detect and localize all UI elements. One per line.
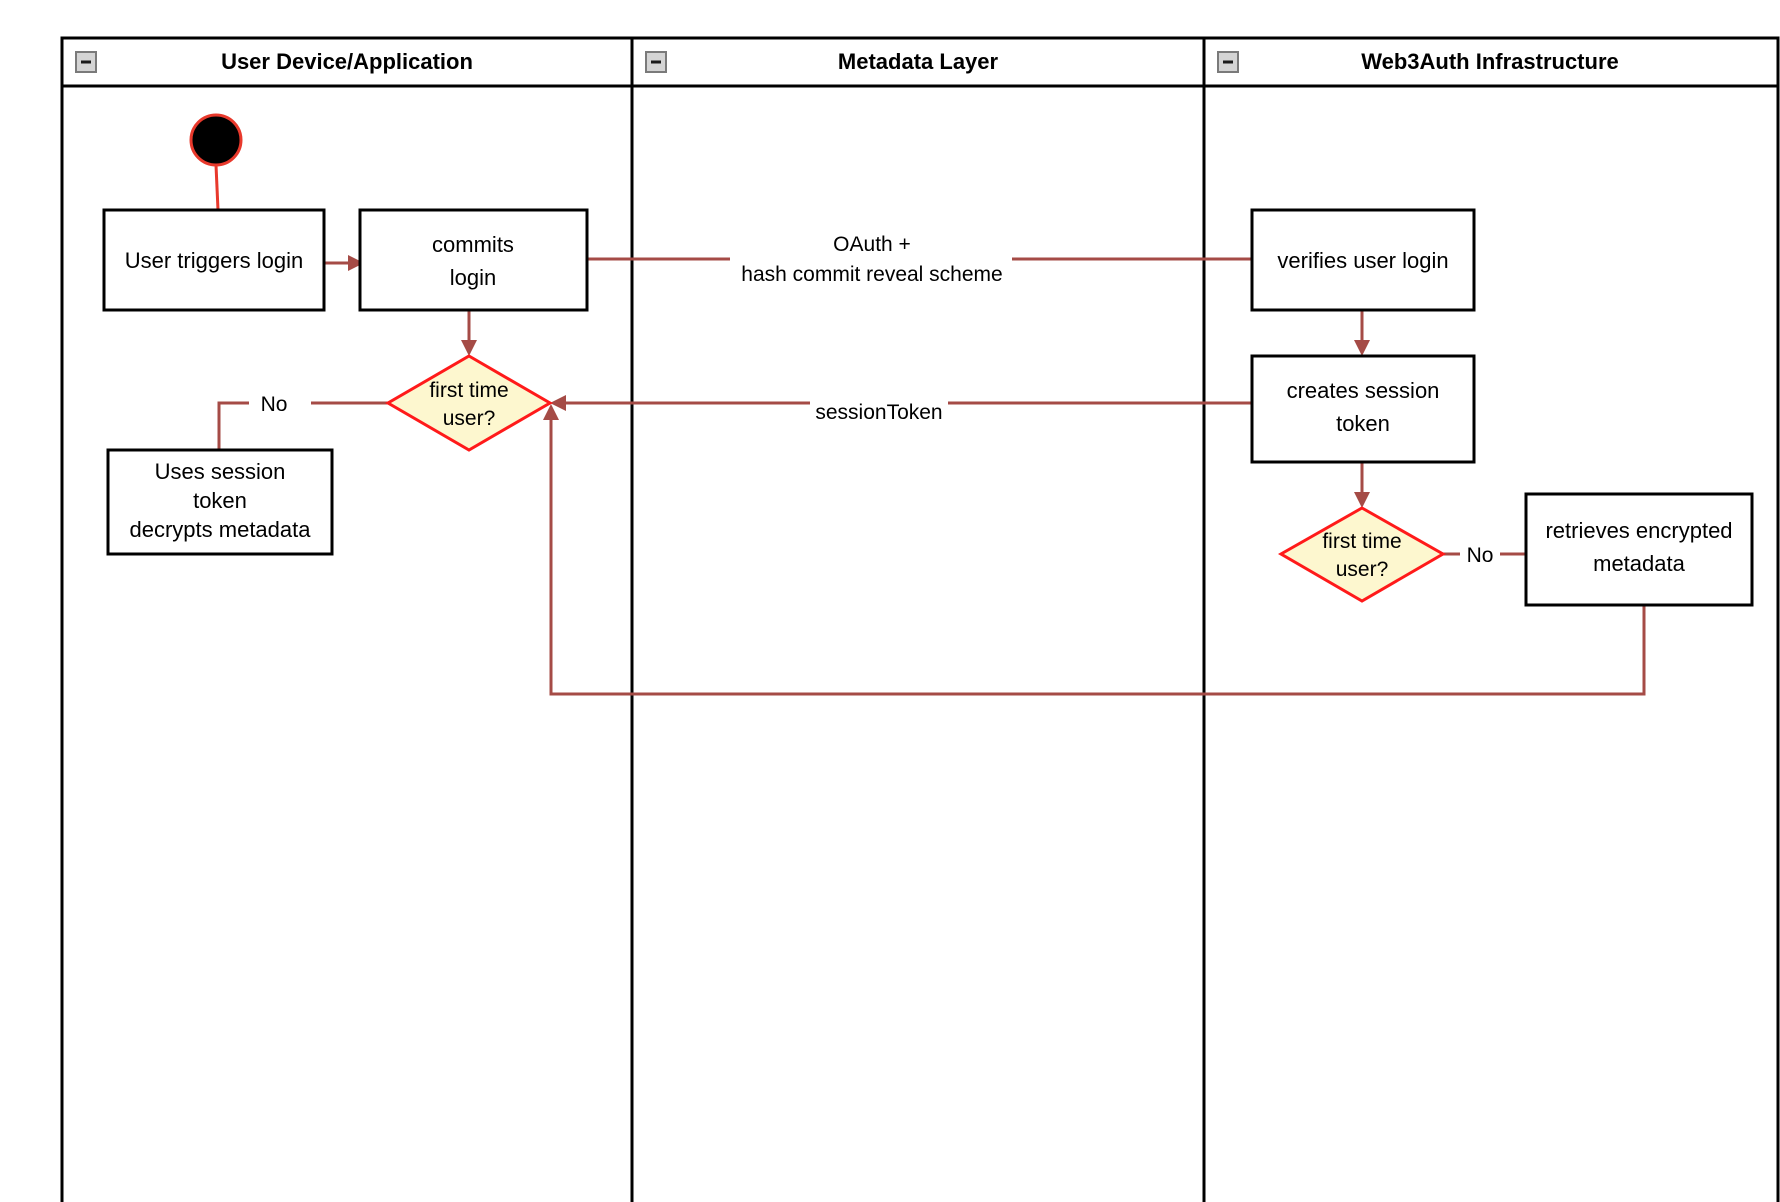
node-retrieves-encrypted-metadata[interactable]: retrieves encrypted metadata xyxy=(1524,492,1754,607)
minus-icon[interactable] xyxy=(645,51,667,73)
node-uses-session-token-line3: decrypts metadata xyxy=(130,517,312,542)
edge-label-oauth-line1: OAuth + xyxy=(833,233,911,256)
node-creates-session-token-line2: token xyxy=(1336,411,1390,436)
node-first-time-user-left[interactable]: first time user? xyxy=(385,354,553,452)
edge-verifies-to-creates xyxy=(1354,310,1370,356)
node-creates-session-token[interactable]: creates session token xyxy=(1250,354,1476,464)
minus-icon[interactable] xyxy=(75,51,97,73)
node-uses-session-token-line2: token xyxy=(193,488,247,513)
edge-decision-left-no: No xyxy=(217,393,393,450)
lane-user-device-title: User Device/Application xyxy=(221,49,473,74)
node-uses-session-token[interactable]: Uses session token decrypts metadata xyxy=(106,448,334,556)
lane-metadata: Metadata Layer xyxy=(630,36,1206,1202)
node-user-triggers-login[interactable]: User triggers login xyxy=(102,208,326,312)
edge-start-to-trigger xyxy=(214,164,220,211)
node-verifies-user-login-label: verifies user login xyxy=(1277,248,1448,273)
edge-commits-to-decision-left xyxy=(461,310,477,356)
node-first-time-user-right[interactable]: first time user? xyxy=(1277,506,1447,603)
lane-user-device: User Device/Application xyxy=(60,36,634,1202)
node-retrieves-encrypted-metadata-line2: metadata xyxy=(1593,551,1685,576)
edge-label-oauth-line2: hash commit reveal scheme xyxy=(741,263,1002,286)
node-commits-login[interactable]: commits login xyxy=(358,208,589,312)
initial-node[interactable] xyxy=(189,113,243,167)
edge-label-no-left: No xyxy=(261,393,288,416)
start-circle xyxy=(189,113,243,167)
edge-commits-to-commit-reveal: OAuth + hash commit reveal scheme xyxy=(587,233,1252,286)
node-first-time-user-left-line2: user? xyxy=(443,407,496,430)
node-creates-session-token-line1: creates session xyxy=(1287,378,1440,403)
edge-retrieves-loopback xyxy=(543,404,1646,696)
lane-web3auth: Web3Auth Infrastructure xyxy=(1202,36,1780,1202)
node-commits-login-line1: commits xyxy=(432,232,514,257)
edge-trigger-to-commits xyxy=(324,255,364,271)
lane-metadata-body xyxy=(630,36,1206,1202)
node-first-time-user-left-line1: first time xyxy=(429,379,508,402)
node-commits-login-line2: login xyxy=(450,265,496,290)
node-first-time-user-right-line2: user? xyxy=(1336,558,1389,581)
edge-decision-right-no: No xyxy=(1436,544,1526,567)
lane-metadata-title: Metadata Layer xyxy=(838,49,999,74)
node-first-time-user-right-line1: first time xyxy=(1322,530,1401,553)
edge-label-no-right: No xyxy=(1467,544,1494,567)
lane-web3auth-header xyxy=(1202,36,1780,88)
lane-web3auth-title: Web3Auth Infrastructure xyxy=(1361,49,1619,74)
edge-label-session-token: sessionToken xyxy=(815,401,942,424)
edge-creates-to-decision-left: sessionToken xyxy=(550,395,1252,424)
node-uses-session-token-line1: Uses session xyxy=(155,459,286,484)
minus-icon[interactable] xyxy=(1217,51,1239,73)
lane-metadata-header xyxy=(630,36,1206,88)
node-verifies-user-login[interactable]: verifies user login xyxy=(1250,208,1476,312)
node-user-triggers-login-label: User triggers login xyxy=(125,248,304,273)
node-retrieves-encrypted-metadata-line1: retrieves encrypted xyxy=(1545,518,1732,543)
